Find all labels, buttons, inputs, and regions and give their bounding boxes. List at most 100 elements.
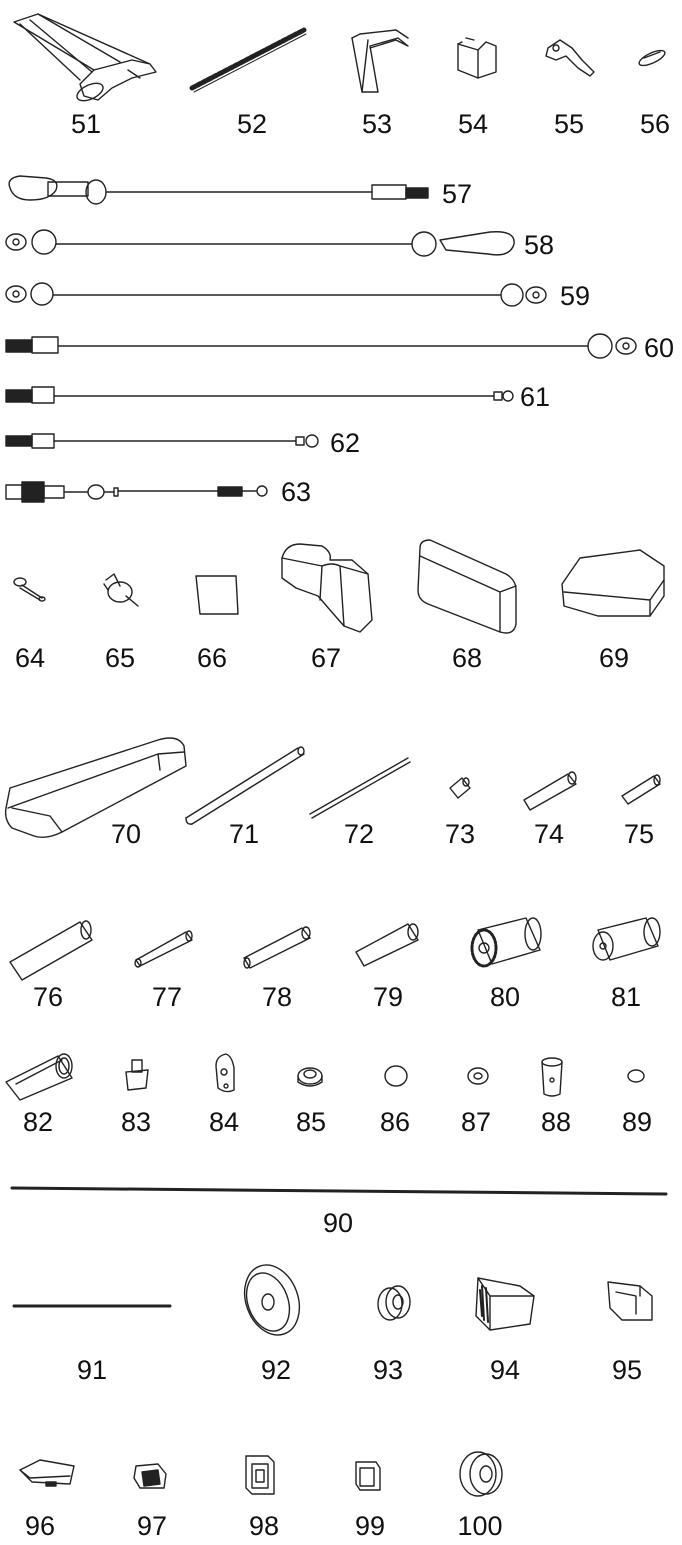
part-label-82: 82	[22, 1107, 54, 1137]
part-56-snap-hook	[638, 49, 666, 67]
part-label-76: 76	[32, 982, 64, 1012]
part-95-bracket	[607, 1281, 653, 1321]
part-label-71: 71	[228, 819, 260, 849]
part-label-66: 66	[196, 643, 228, 673]
part-81-roller	[592, 917, 661, 961]
part-label-72: 72	[343, 819, 375, 849]
part-93-bushing	[377, 1285, 411, 1321]
part-68-pad	[417, 539, 517, 634]
part-75-tube	[621, 774, 661, 805]
part-label-89: 89	[621, 1107, 653, 1137]
part-86-o-ring	[384, 1065, 408, 1087]
part-66-label-plate	[195, 575, 239, 615]
part-label-60: 60	[644, 333, 675, 363]
part-label-63: 63	[281, 477, 312, 507]
part-84-plate	[215, 1053, 235, 1093]
part-label-97: 97	[136, 1511, 168, 1541]
part-99-square-cap	[355, 1461, 381, 1491]
part-82-sleeve	[5, 1053, 73, 1101]
part-78-tube	[243, 926, 311, 969]
part-57-cable	[8, 175, 429, 205]
part-label-61: 61	[520, 382, 551, 412]
part-label-52: 52	[236, 109, 268, 139]
part-label-69: 69	[598, 643, 630, 673]
part-label-93: 93	[372, 1355, 404, 1385]
part-83-nut	[125, 1059, 149, 1091]
part-label-70: 70	[110, 819, 142, 849]
part-label-84: 84	[208, 1107, 240, 1137]
part-label-75: 75	[623, 819, 655, 849]
part-label-90: 90	[322, 1208, 354, 1238]
part-69-pad	[561, 549, 665, 617]
part-88-spacer	[541, 1057, 563, 1097]
part-58-cable	[5, 229, 515, 257]
part-54-clip	[457, 37, 497, 79]
part-label-54: 54	[457, 109, 489, 139]
part-label-91: 91	[76, 1355, 108, 1385]
part-label-95: 95	[611, 1355, 643, 1385]
part-label-80: 80	[489, 982, 521, 1012]
part-90-rail	[10, 1186, 668, 1196]
part-label-62: 62	[330, 428, 361, 458]
part-63-cable	[5, 481, 268, 503]
part-label-59: 59	[560, 281, 591, 311]
part-98-square-cap	[245, 1455, 275, 1495]
part-76-tube	[9, 920, 93, 981]
part-92-pulley	[243, 1264, 301, 1336]
part-51-triangle-handle	[13, 13, 157, 102]
part-72-rod	[309, 757, 411, 819]
part-label-88: 88	[540, 1107, 572, 1137]
part-label-94: 94	[489, 1355, 521, 1385]
part-94-end-cap	[475, 1277, 535, 1331]
part-label-83: 83	[120, 1107, 152, 1137]
part-label-99: 99	[354, 1511, 386, 1541]
part-74-tube	[523, 771, 577, 811]
part-label-58: 58	[524, 230, 555, 260]
part-label-68: 68	[451, 643, 483, 673]
part-55-lever	[545, 39, 595, 77]
part-label-56: 56	[639, 109, 671, 139]
part-label-96: 96	[24, 1511, 56, 1541]
part-96-cap	[19, 1459, 75, 1487]
part-73-bushing	[449, 777, 471, 799]
part-64-pin	[13, 577, 46, 602]
part-97-cap	[133, 1463, 167, 1489]
part-70-long-pad	[4, 737, 187, 839]
part-label-92: 92	[260, 1355, 292, 1385]
part-79-tube	[355, 923, 419, 967]
part-label-87: 87	[460, 1107, 492, 1137]
part-label-98: 98	[248, 1511, 280, 1541]
part-71-long-tube	[185, 746, 305, 825]
part-80-gear-roller	[470, 917, 542, 968]
part-label-55: 55	[553, 109, 585, 139]
part-label-65: 65	[104, 643, 136, 673]
part-67-pad	[281, 543, 373, 633]
part-label-64: 64	[14, 643, 46, 673]
part-85-ring	[297, 1067, 323, 1087]
part-61-cable	[5, 386, 514, 404]
part-label-100: 100	[457, 1511, 503, 1541]
part-label-85: 85	[295, 1107, 327, 1137]
part-59-cable	[5, 282, 547, 307]
part-label-78: 78	[261, 982, 293, 1012]
part-label-81: 81	[610, 982, 642, 1012]
part-label-77: 77	[151, 982, 183, 1012]
part-label-67: 67	[310, 643, 342, 673]
part-77-tube	[134, 930, 193, 968]
part-53-strap-handle	[351, 29, 409, 93]
part-label-86: 86	[379, 1107, 411, 1137]
part-label-79: 79	[372, 982, 404, 1012]
part-label-57: 57	[442, 179, 473, 209]
part-89-clip-ring	[627, 1069, 645, 1083]
part-label-53: 53	[361, 109, 393, 139]
part-62-cable	[5, 433, 319, 449]
part-label-73: 73	[444, 819, 476, 849]
part-87-washer	[467, 1067, 489, 1085]
part-60-cable	[5, 333, 637, 359]
part-52-chain	[189, 27, 307, 93]
part-65-clamp	[103, 573, 139, 607]
part-label-51: 51	[70, 109, 102, 139]
part-100-grommet	[459, 1451, 503, 1497]
part-label-74: 74	[533, 819, 565, 849]
